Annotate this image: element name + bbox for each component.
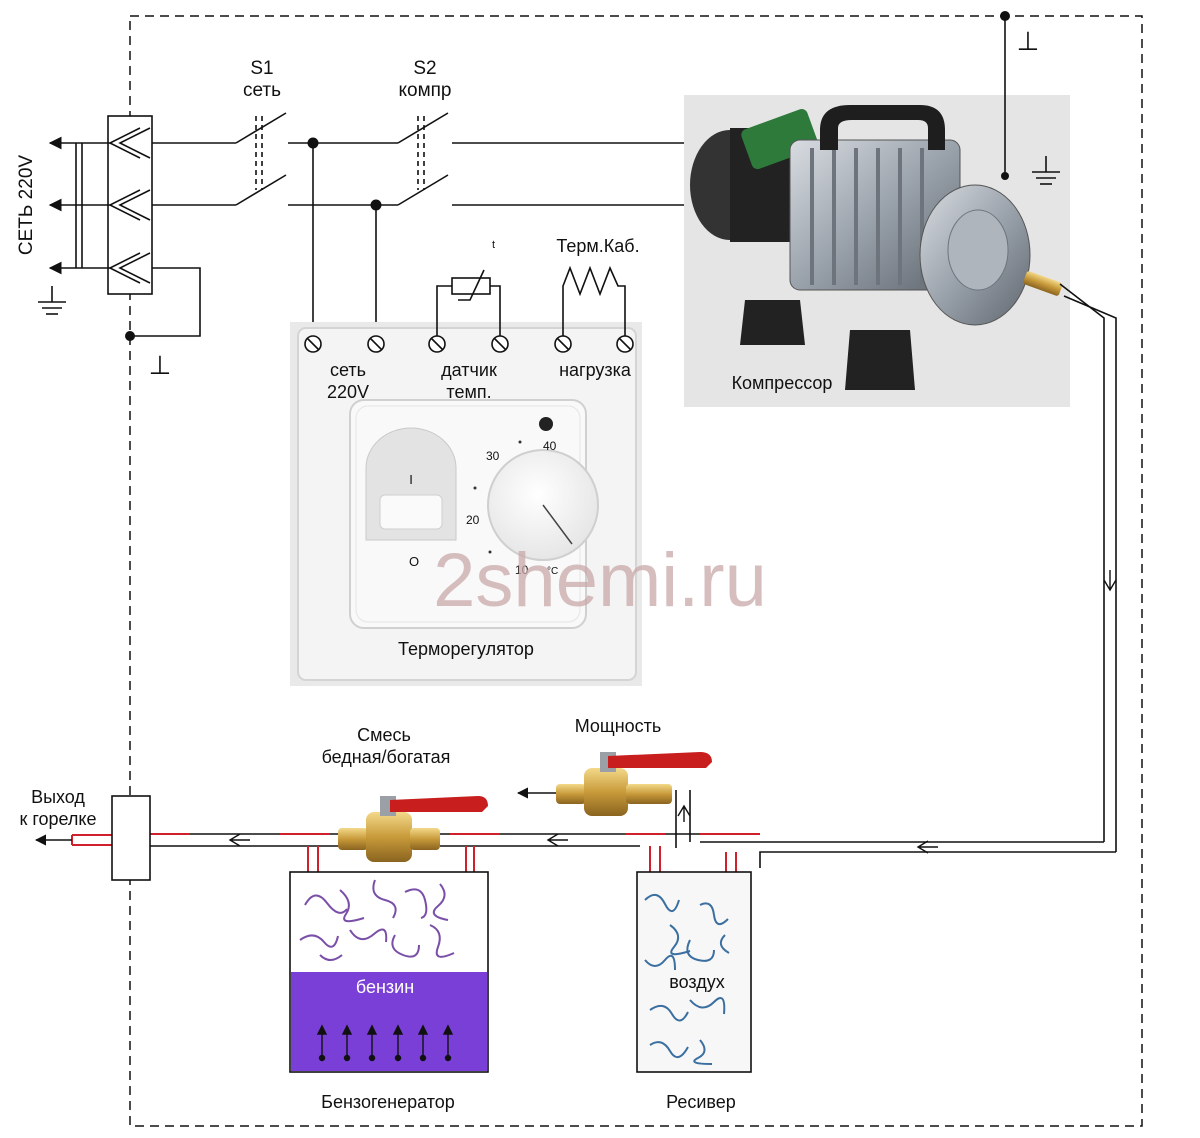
- ground-junction-top: [1000, 11, 1010, 21]
- mains-socket: [48, 115, 153, 295]
- switch-s1: [152, 112, 398, 206]
- thermostat-label: Терморегулятор: [398, 639, 534, 659]
- fuel-label: бензин: [356, 977, 414, 997]
- s2-desc: компр: [398, 80, 451, 101]
- thermostat-feed-wires: [312, 143, 377, 338]
- protective-earth-icon: [1032, 156, 1060, 185]
- ground-link: [130, 267, 201, 337]
- compressor-ground-point: [1001, 172, 1009, 180]
- s1-name: S1: [250, 58, 273, 79]
- watermark: 2shemi.ru: [433, 538, 767, 623]
- heating-cable-icon: [562, 265, 626, 336]
- terminal-net-1: сеть: [330, 360, 366, 380]
- svg-text:I: I: [409, 472, 413, 487]
- dashed-enclosure: [129, 15, 1143, 1127]
- compressor-label: Компрессор: [732, 373, 833, 393]
- scale-40: 40: [543, 439, 557, 453]
- junction-l: [307, 137, 319, 149]
- terminal-net-2: 220V: [327, 382, 369, 402]
- scale-10: 10: [515, 563, 529, 577]
- s2-name: S2: [413, 58, 436, 79]
- thermistor-icon: [436, 269, 501, 336]
- output-label-2: к горелке: [19, 809, 96, 829]
- compressor-icon: [684, 95, 1070, 407]
- ground-junction: [125, 331, 135, 341]
- terminal-sensor-1: датчик: [441, 360, 497, 380]
- air-label: воздух: [669, 972, 725, 992]
- mix-label-1: Смесь: [357, 725, 411, 745]
- scale-30: 30: [486, 449, 500, 463]
- power-branch-pipe: [675, 790, 691, 848]
- s1-desc: сеть: [243, 80, 281, 101]
- ground-symbol-top: ⊥: [1017, 26, 1040, 56]
- indicator-lamp: [539, 417, 553, 431]
- term-cable-label: Терм.Каб.: [556, 236, 639, 256]
- generator-label: Бензогенератор: [321, 1092, 455, 1112]
- sensor-t-label: t: [492, 239, 495, 251]
- scale-20: 20: [466, 513, 480, 527]
- receiver-label: Ресивер: [666, 1092, 736, 1112]
- scale-unit: °C: [547, 566, 558, 577]
- terminal-load: нагрузка: [559, 360, 632, 380]
- network-label: СЕТЬ 220V: [16, 155, 37, 255]
- dial-scale: 10 20 30 40 °C: [466, 439, 558, 577]
- protective-earth-icon: [38, 286, 66, 315]
- switch-s2: [397, 112, 700, 206]
- mix-label-2: бедная/богатая: [322, 747, 451, 767]
- ground-symbol-left: ⊥: [149, 350, 172, 380]
- ball-valve-icon: [338, 752, 712, 862]
- generator-tank: [289, 871, 489, 1073]
- air-pipes: [150, 283, 1117, 868]
- power-label: Мощность: [575, 716, 662, 736]
- terminal-sensor-2: темп.: [446, 382, 491, 402]
- power-rocker-switch: I O: [365, 427, 457, 569]
- receiver-tank: [636, 871, 752, 1073]
- thermostat: I O 10 20 30 40 °C: [290, 322, 642, 686]
- burner-outlet-box: [111, 795, 151, 881]
- output-label-1: Выход: [31, 787, 85, 807]
- junction-n: [370, 199, 382, 211]
- svg-text:O: O: [409, 554, 419, 569]
